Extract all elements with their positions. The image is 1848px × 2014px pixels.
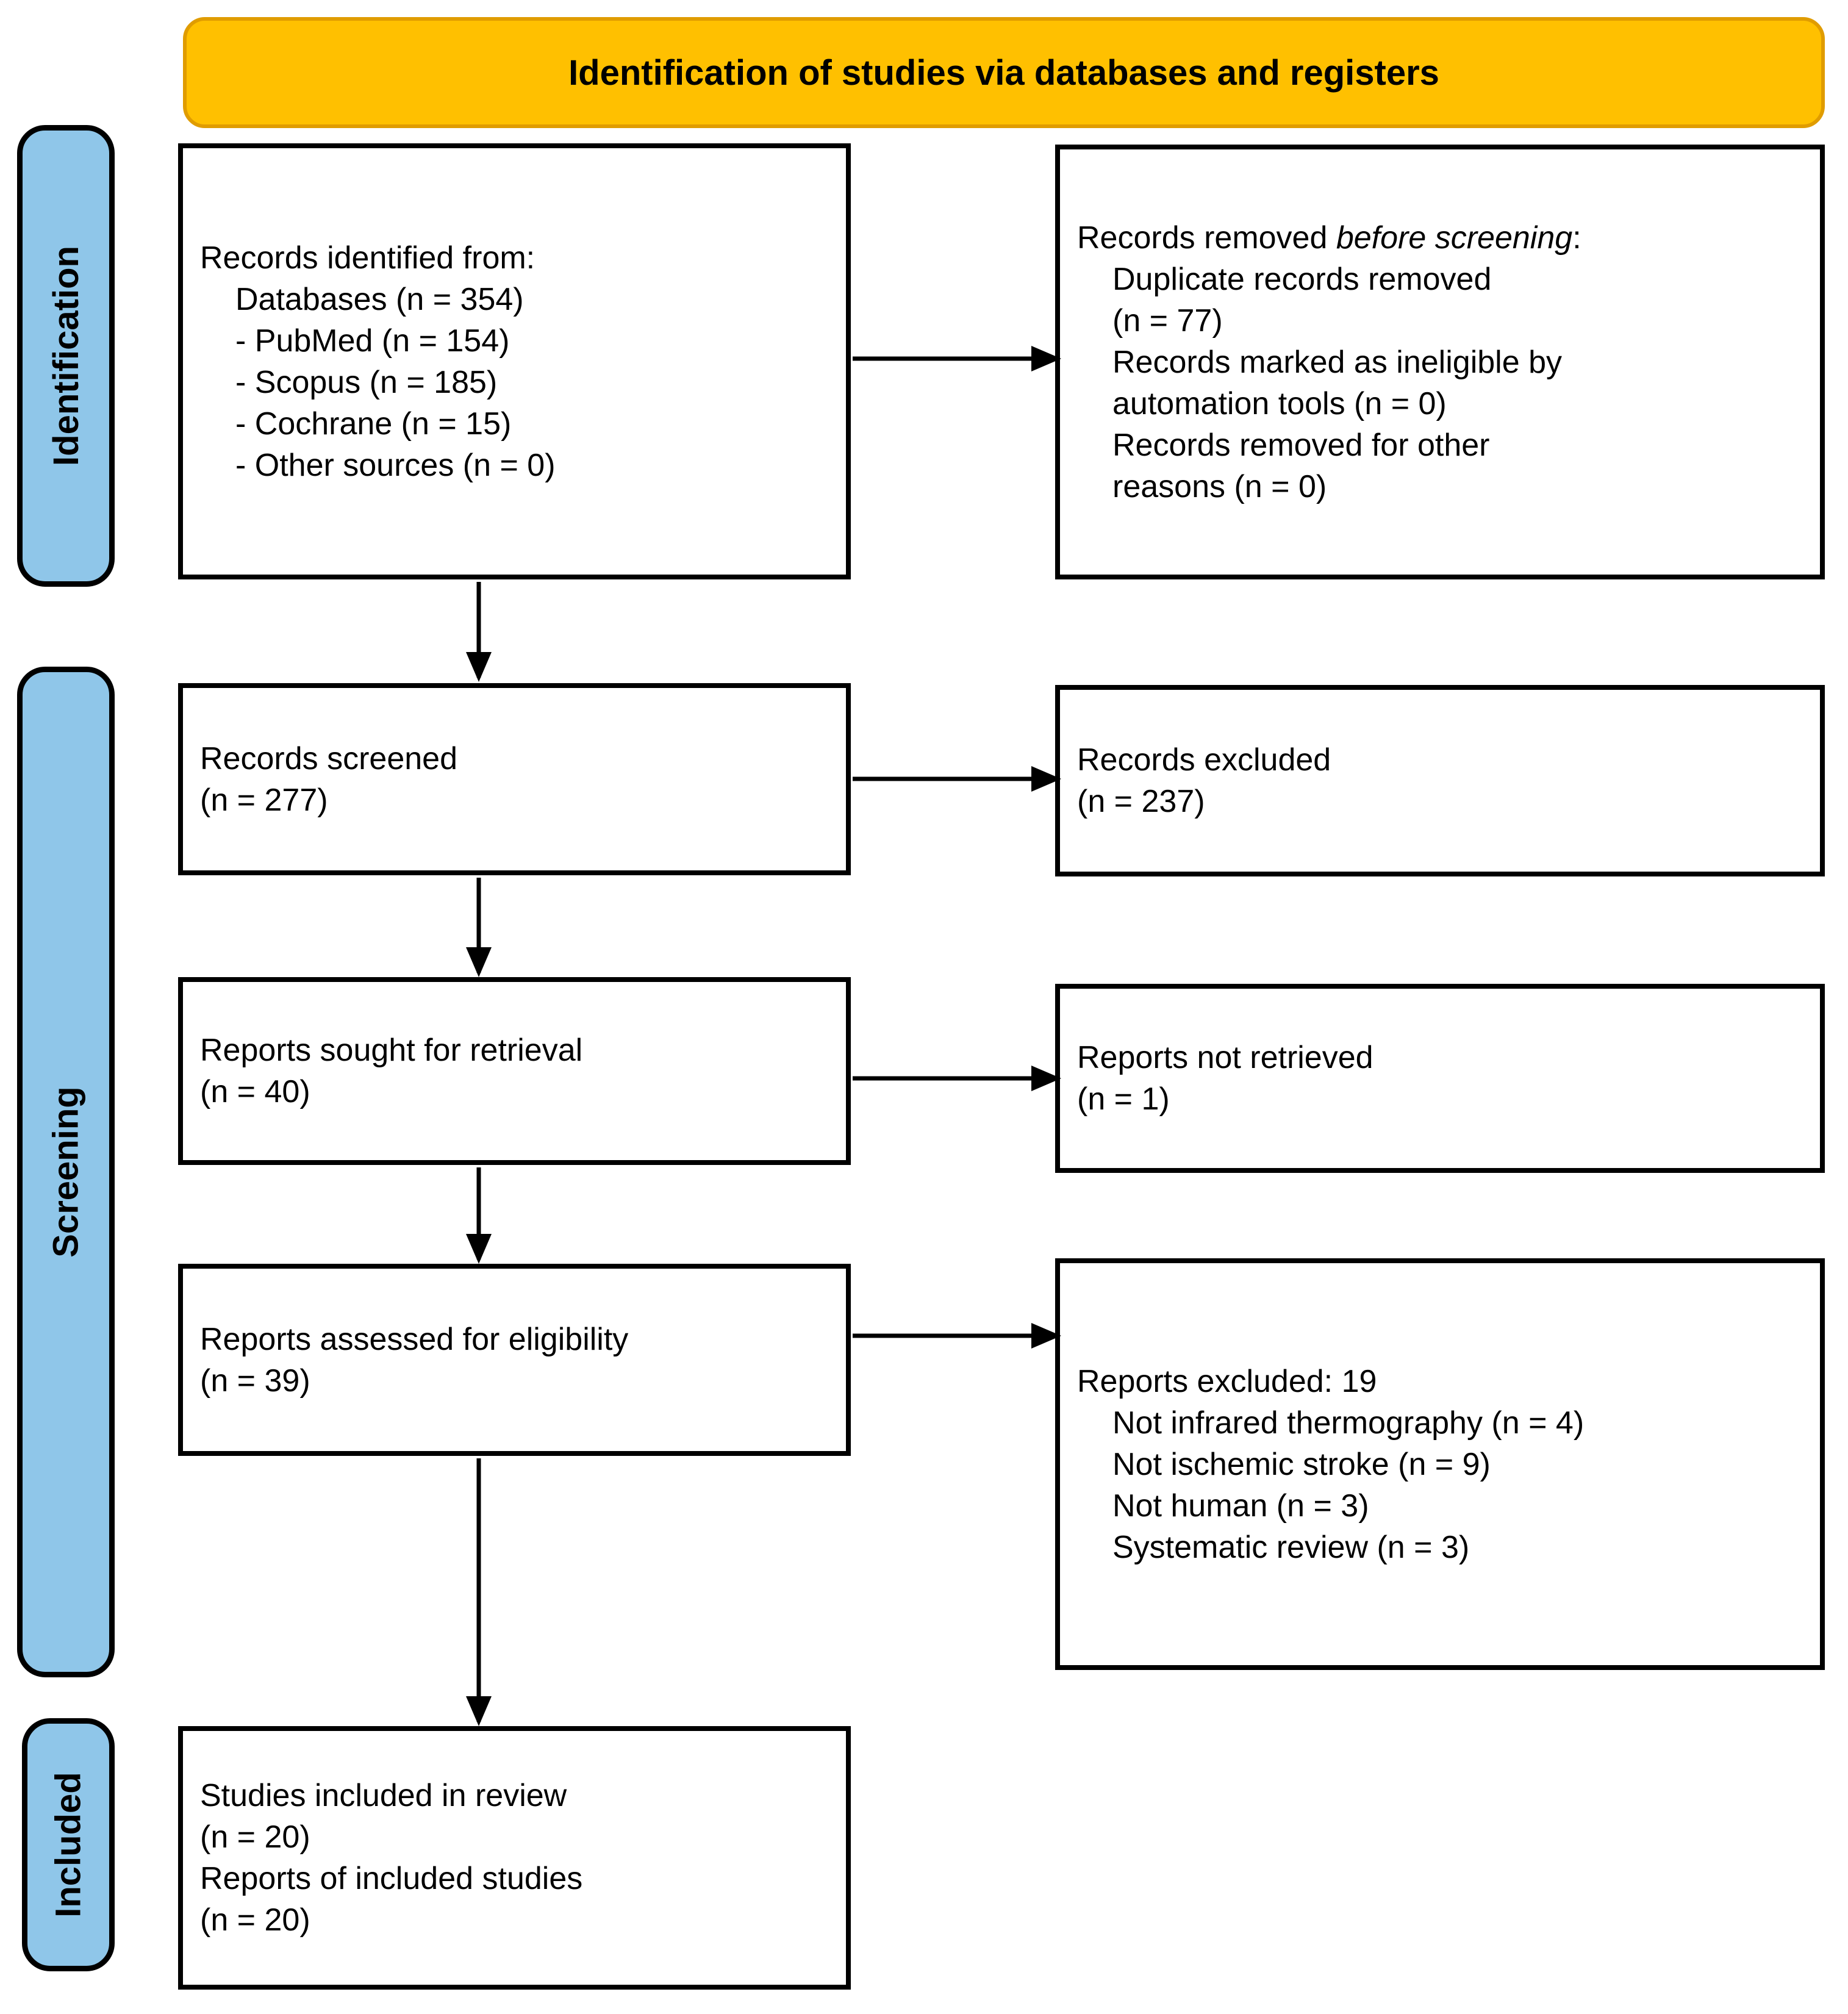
box-line: (n = 20) — [200, 1819, 310, 1855]
stage-included-text: Included — [48, 1772, 88, 1918]
box-line: (n = 1) — [1077, 1081, 1170, 1117]
box-line: - Scopus (n = 185) — [235, 364, 498, 400]
box-line: (n = 237) — [1077, 784, 1205, 819]
box-line: - Cochrane (n = 15) — [235, 406, 512, 442]
stage-screening-text: Screening — [46, 1086, 86, 1258]
title-suffix: : — [1572, 220, 1581, 256]
box-line: Databases (n = 354) — [235, 281, 524, 317]
box-records-identified: Records identified from: Databases (n = … — [178, 143, 851, 579]
box-line: Studies included in review — [200, 1778, 567, 1813]
box-line: Reports of included studies — [200, 1861, 583, 1896]
box-line: Records removed for other — [1112, 427, 1490, 463]
box-line: (n = 77) — [1112, 303, 1223, 339]
box-line: Reports sought for retrieval — [200, 1033, 583, 1068]
box-title: Records identified from: — [200, 240, 535, 276]
box-records-excluded: Records excluded (n = 237) — [1055, 685, 1825, 876]
box-line: Not infrared thermography (n = 4) — [1112, 1405, 1585, 1441]
box-studies-included-in-review: Studies included in review (n = 20) Repo… — [178, 1726, 851, 1990]
box-line: Reports assessed for eligibility — [200, 1321, 629, 1357]
box-line: automation tools (n = 0) — [1112, 385, 1447, 421]
box-line: Not ischemic stroke (n = 9) — [1112, 1446, 1491, 1482]
box-reports-sought-for-retrieval: Reports sought for retrieval (n = 40) — [178, 977, 851, 1165]
box-title: Records removed before screening: — [1077, 217, 1803, 259]
stage-identification-text: Identification — [46, 246, 86, 466]
header-title: Identification of studies via databases … — [568, 52, 1439, 93]
box-line: Systematic review (n = 3) — [1112, 1529, 1470, 1565]
header-banner: Identification of studies via databases … — [183, 17, 1825, 128]
stage-label-screening: Screening — [17, 667, 115, 1677]
title-italic: before screening — [1336, 220, 1573, 256]
box-reports-not-retrieved: Reports not retrieved (n = 1) — [1055, 984, 1825, 1173]
box-title: Reports excluded: 19 — [1077, 1363, 1377, 1399]
box-line: (n = 40) — [200, 1074, 310, 1109]
box-line: - Other sources (n = 0) — [235, 447, 556, 483]
title-prefix: Records removed — [1077, 220, 1336, 256]
box-line: - PubMed (n = 154) — [235, 323, 510, 359]
box-line: Not human (n = 3) — [1112, 1488, 1369, 1524]
stage-label-identification: Identification — [17, 125, 115, 587]
box-line: (n = 20) — [200, 1902, 310, 1938]
box-records-screened: Records screened (n = 277) — [178, 683, 851, 875]
stage-label-included: Included — [22, 1718, 115, 1971]
box-reports-assessed-for-eligibility: Reports assessed for eligibility (n = 39… — [178, 1264, 851, 1456]
box-reports-excluded: Reports excluded: 19 Not infrared thermo… — [1055, 1258, 1825, 1670]
box-line: (n = 39) — [200, 1363, 310, 1399]
box-line: Duplicate records removed — [1112, 261, 1492, 297]
box-records-removed-before-screening: Records removed before screening: Duplic… — [1055, 145, 1825, 579]
box-line: Reports not retrieved — [1077, 1040, 1373, 1075]
box-line: Records screened — [200, 740, 457, 776]
box-line: reasons (n = 0) — [1112, 468, 1327, 504]
box-line: (n = 277) — [200, 782, 328, 818]
box-line: Records marked as ineligible by — [1112, 344, 1563, 380]
box-line: Records excluded — [1077, 742, 1331, 778]
